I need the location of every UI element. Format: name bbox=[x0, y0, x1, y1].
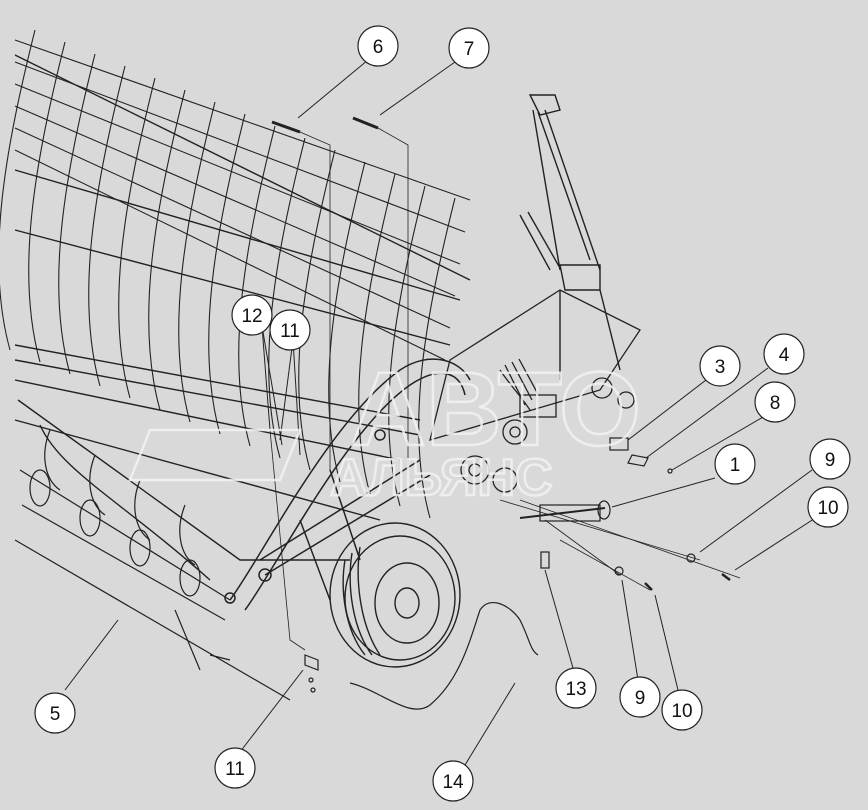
assembly-axis-lines bbox=[269, 127, 741, 651]
transport-wheel bbox=[329, 522, 461, 668]
rake-tine bbox=[418, 197, 456, 519]
callout-8-label: 8 bbox=[770, 393, 781, 414]
watermark-line2: АЛЬЯНС bbox=[330, 449, 553, 507]
callout-10-right-label: 10 bbox=[817, 498, 838, 519]
rake-tine bbox=[208, 113, 246, 435]
callout-7-label: 7 bbox=[464, 39, 475, 60]
callout-5-label: 5 bbox=[50, 704, 61, 725]
rake-tine-grid bbox=[0, 29, 471, 519]
rake-tine bbox=[118, 77, 156, 399]
callout-8: 8 bbox=[754, 381, 796, 423]
exploded-parts bbox=[14, 116, 731, 710]
rake-frame bbox=[14, 54, 471, 581]
callout-10-lower-label: 10 bbox=[671, 701, 692, 722]
callout-10-right: 10 bbox=[807, 486, 849, 528]
watermark: АВТО АЛЬЯНС bbox=[128, 350, 642, 508]
callout-1: 1 bbox=[714, 443, 756, 485]
callout-3: 3 bbox=[699, 345, 741, 387]
callout-5: 5 bbox=[34, 692, 76, 734]
rake-tine bbox=[148, 89, 186, 411]
callout-12: 12 bbox=[231, 294, 273, 336]
callout-9-lower: 9 bbox=[619, 676, 661, 718]
rake-tine-rail bbox=[14, 61, 466, 233]
callout-9-lower-label: 9 bbox=[635, 688, 646, 709]
rake-tine-rail bbox=[14, 105, 456, 297]
callout-9-right: 9 bbox=[809, 438, 851, 480]
callout-6: 6 bbox=[357, 25, 399, 67]
rake-tine bbox=[88, 65, 126, 387]
callout-13: 13 bbox=[555, 667, 597, 709]
rotor-drum bbox=[19, 429, 231, 621]
callout-11-lower: 11 bbox=[214, 747, 256, 789]
callout-1-label: 1 bbox=[730, 455, 741, 476]
callout-14: 14 bbox=[432, 760, 474, 802]
lift-mast bbox=[519, 94, 621, 380]
rake-tine-rail bbox=[14, 127, 451, 329]
rake-tine bbox=[58, 53, 96, 375]
callout-11-upper: 11 bbox=[269, 309, 311, 351]
callout-11-upper-label: 11 bbox=[280, 321, 300, 342]
linkage-arms bbox=[224, 358, 471, 611]
callout-4-label: 4 bbox=[779, 345, 790, 366]
callout-12-label: 12 bbox=[241, 306, 262, 327]
callout-6-label: 6 bbox=[373, 37, 384, 58]
rake-tine bbox=[358, 173, 396, 495]
callout-11-lower-label: 11 bbox=[225, 759, 245, 780]
rake-tine-rail bbox=[14, 39, 471, 201]
rake-tine-rail bbox=[14, 83, 461, 265]
callout-leaders bbox=[64, 59, 821, 766]
rake-tine bbox=[28, 41, 66, 363]
gearbox-assembly bbox=[429, 289, 641, 493]
rake-tine bbox=[0, 29, 36, 351]
callout-9-right-label: 9 bbox=[825, 450, 836, 471]
rake-tine bbox=[388, 185, 426, 507]
watermark-line1: АВТО bbox=[350, 351, 641, 468]
callout-14-label: 14 bbox=[442, 772, 464, 793]
callout-7: 7 bbox=[448, 27, 490, 69]
callouts: 6 7 12 11 3 4 8 1 9 10 5 bbox=[34, 25, 851, 802]
callout-4: 4 bbox=[763, 333, 805, 375]
callout-13-label: 13 bbox=[565, 679, 586, 700]
rake-tine bbox=[268, 137, 306, 459]
rake-tine-rail bbox=[14, 149, 446, 361]
callout-10-lower: 10 bbox=[661, 689, 703, 731]
callout-3-label: 3 bbox=[715, 357, 726, 378]
